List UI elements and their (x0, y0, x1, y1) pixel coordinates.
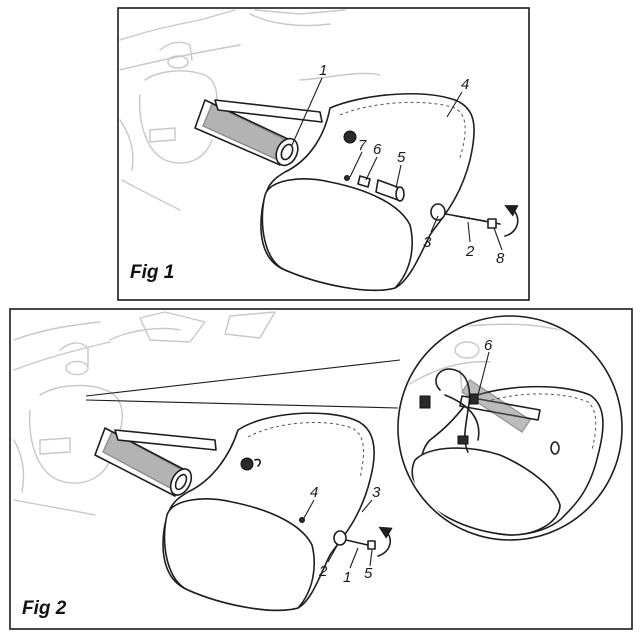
fig1-brake-lever (214, 99, 323, 123)
fig1-callout-6: 6 (373, 141, 382, 158)
figure-2-panel: 6 3 4 2 1 5 Fig 2 (9, 308, 633, 630)
fig1-callout-3: 3 (423, 234, 432, 251)
fig1-handlebar-grip (194, 99, 299, 167)
fig1-callout-8: 8 (496, 250, 505, 267)
fig2-callout-4: 4 (310, 484, 318, 501)
fig1-hand-guard (260, 93, 475, 292)
fig2-motorcycle-outline (13, 311, 276, 516)
fig1-rotation-arrow-icon (504, 205, 519, 237)
figure-1-panel: 1 4 7 6 5 3 2 8 Fig 1 (117, 7, 530, 301)
fig2-handlebar-grip (94, 427, 193, 497)
fig2-callout-1: 1 (343, 569, 351, 586)
fig1-mount-hardware (343, 130, 501, 229)
fig2-leader-lines (303, 499, 373, 569)
fig2-callout-6: 6 (484, 337, 493, 354)
fig1-callout-5: 5 (397, 149, 406, 166)
fig1-label: Fig 1 (130, 262, 174, 283)
fig2-mount-hardware (240, 457, 376, 550)
fig1-callout-7: 7 (358, 137, 367, 154)
fig2-zoom-line-top (85, 359, 401, 397)
fig2-label: Fig 2 (22, 598, 67, 619)
fig1-callout-2: 2 (465, 243, 475, 260)
fig1-leader-lines (291, 77, 503, 251)
fig2-brake-lever (114, 429, 217, 451)
fig2-zoom-line-bottom (85, 399, 399, 409)
fig2-callout-5: 5 (364, 565, 373, 582)
fig1-callout-1: 1 (319, 62, 327, 79)
fig2-rotation-arrow-icon (377, 526, 393, 557)
fig2-hand-guard (162, 412, 375, 612)
fig2-callout-3: 3 (372, 484, 381, 501)
fig1-callout-4: 4 (461, 76, 469, 93)
fig2-callout-2: 2 (318, 563, 328, 580)
fig2-detail-magnifier (397, 315, 623, 541)
